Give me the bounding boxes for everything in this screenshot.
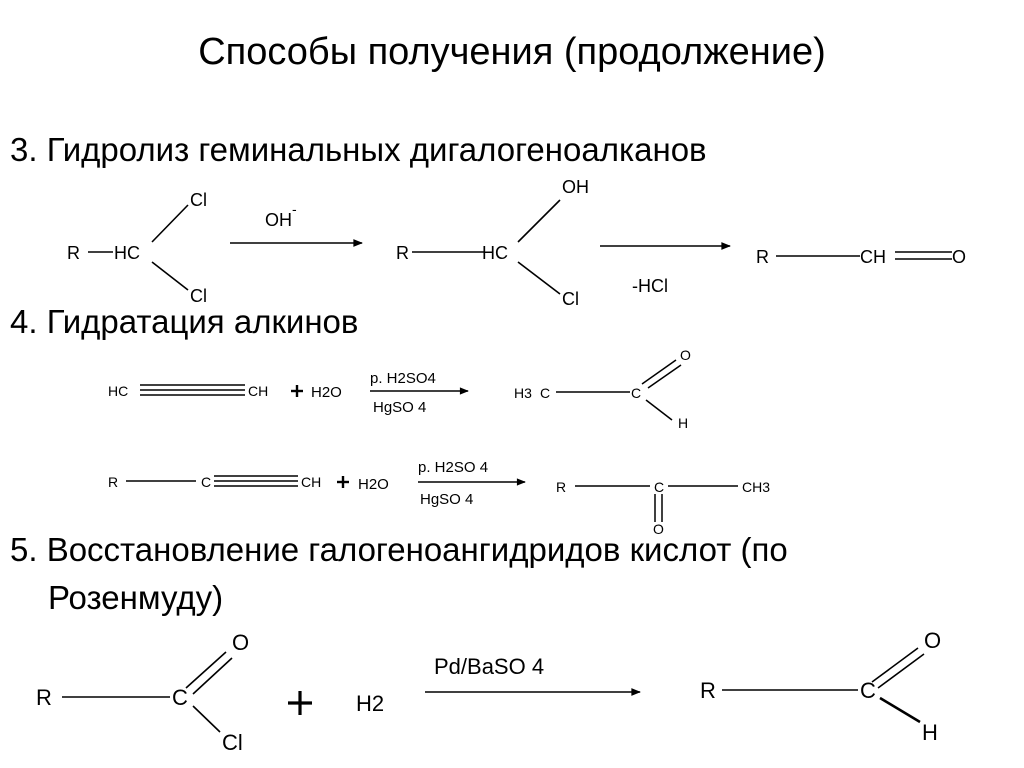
r-group: R — [67, 243, 80, 263]
reaction-4b-alkyne-hydration — [126, 475, 738, 522]
oxygen-label: O — [924, 628, 941, 653]
carbon-label: C — [172, 685, 188, 710]
hydrogen-label: H — [678, 415, 688, 431]
r-group: R — [36, 685, 52, 710]
heading-gem-dihalide-hydrolysis: 3. Гидролиз геминальных дигалогеноалкано… — [10, 131, 707, 168]
heading-alkyne-hydration: 4. Гидратация алкинов — [10, 303, 359, 340]
chlorine-label: Cl — [562, 289, 579, 309]
oxygen-label: O — [680, 347, 691, 363]
oxygen-label: O — [653, 521, 664, 537]
hc-label: HC — [114, 243, 140, 263]
hydroxide-reagent: OH- — [265, 201, 297, 230]
r-group: R — [556, 479, 566, 495]
chlorine-label: Cl — [190, 190, 207, 210]
reaction-conditions: р. H2SO4 — [370, 370, 436, 387]
catalyst-label: HgSO 4 — [420, 491, 473, 508]
chlorine-label: Cl — [190, 286, 207, 306]
hcl-byproduct: -HCl — [632, 276, 668, 296]
r-group: R — [756, 247, 769, 267]
heading-rosenmund-reduction: 5. Восстановление галогеноангидридов кис… — [10, 531, 788, 568]
carbon-label: C — [631, 385, 641, 401]
hydroxyl-label: OH — [562, 177, 589, 197]
carbon-label: C — [201, 474, 211, 490]
water-reagent: H2O — [358, 476, 389, 493]
carbon-label: C — [860, 678, 876, 703]
reaction-conditions: р. H2SO 4 — [418, 459, 488, 476]
oxygen-label: O — [232, 630, 249, 655]
reaction-4a-acetylene-hydration — [140, 359, 682, 421]
hc-label: HC — [482, 243, 508, 263]
carbon-label: C — [654, 479, 664, 495]
methyl-group: CH3 — [742, 479, 770, 495]
chlorine-label: Cl — [222, 730, 243, 755]
ch-label: CH — [301, 474, 321, 490]
ch-label: CH — [248, 383, 268, 399]
carbon-label: C — [540, 385, 550, 401]
reaction-3-hydrolysis — [88, 199, 952, 295]
hc-label: HC — [108, 383, 128, 399]
methyl-label: H3 — [514, 385, 532, 401]
r-group: R — [108, 474, 118, 490]
catalyst-label: HgSO 4 — [373, 399, 426, 416]
water-reagent: H2O — [311, 384, 342, 401]
hydrogen-label: H — [922, 720, 938, 745]
r-group: R — [396, 243, 409, 263]
oxygen-label: O — [952, 247, 966, 267]
heading-rosenmund-reduction-line2: Розенмуду) — [48, 579, 224, 616]
reaction-5-rosenmund — [62, 647, 925, 733]
r-group: R — [700, 678, 716, 703]
ch-label: CH — [860, 247, 886, 267]
hydrogen-reagent: H2 — [356, 691, 384, 716]
catalyst-label: Pd/BaSO 4 — [434, 654, 544, 679]
page-title: Способы получения (продолжение) — [198, 31, 826, 73]
